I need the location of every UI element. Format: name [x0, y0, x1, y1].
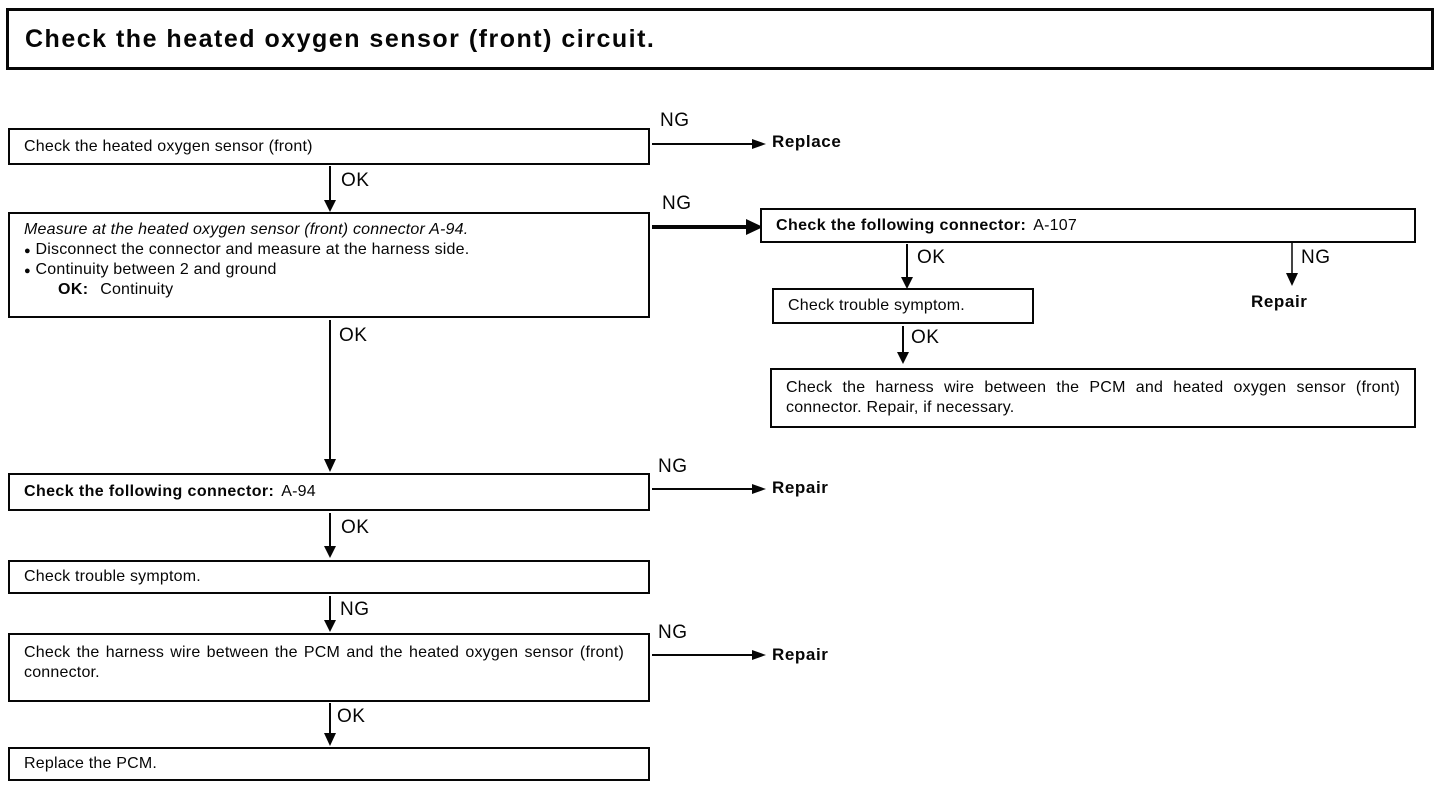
measure-ok-value: Continuity [100, 281, 174, 298]
connector-a94-id-text: A-94 [281, 483, 316, 500]
connector-a94-bold-text: Check the following connector: [24, 483, 275, 500]
page-title: Check the heated oxygen sensor (front) c… [6, 8, 1434, 70]
connector-a107-bold-text: Check the following connector: [776, 216, 1027, 234]
repair-result: Repair [772, 645, 829, 664]
flow-box-trouble-symptom-left: Check trouble symptom. [8, 560, 650, 594]
flow-box-connector-a94: Check the following connector: A-94 [8, 473, 650, 511]
page-title-text: Check the heated oxygen sensor (front) c… [25, 24, 656, 53]
flow-box-harness-wire-left: Check the harness wire between the PCM a… [8, 633, 650, 702]
harness-wire-left-text: Check the harness wire between the PCM a… [24, 644, 624, 681]
trouble-symptom-right-text: Check trouble symptom. [788, 297, 965, 314]
measure-bullet1-text: Disconnect the connector and measure at … [35, 241, 470, 258]
replace-result: Replace [772, 132, 842, 151]
ng-label: NG [662, 193, 692, 214]
measure-bullet2-text: Continuity between 2 and ground [35, 261, 277, 278]
ok-label: OK [337, 706, 366, 727]
ok-label: OK [339, 325, 368, 346]
measure-ok-label: OK: [58, 281, 89, 298]
ng-label: NG [658, 622, 688, 643]
ng-label: NG [1301, 247, 1331, 268]
flow-box-check-sensor: Check the heated oxygen sensor (front) [8, 128, 650, 165]
ng-label: NG [340, 599, 370, 620]
measure-intro-text: Measure at the heated oxygen sensor (fro… [24, 221, 469, 238]
replace-pcm-text: Replace the PCM. [24, 755, 158, 772]
flow-box-replace-pcm: Replace the PCM. [8, 747, 650, 781]
bullet-icon: ● [24, 245, 31, 257]
flow-box-harness-wire-right: Check the harness wire between the PCM a… [770, 368, 1416, 428]
flow-box-check-sensor-text: Check the heated oxygen sensor (front) [24, 137, 313, 155]
harness-wire-right-text: Check the harness wire between the PCM a… [786, 379, 1400, 416]
flow-box-measure-connector: Measure at the heated oxygen sensor (fro… [8, 212, 650, 318]
bullet-icon: ● [24, 265, 31, 277]
ok-label: OK [911, 327, 940, 348]
repair-result: Repair [1251, 292, 1308, 311]
connector-a107-id-text: A-107 [1033, 216, 1077, 234]
flow-box-connector-a107: Check the following connector: A-107 [760, 208, 1416, 243]
ok-label: OK [917, 247, 946, 268]
trouble-symptom-left-text: Check trouble symptom. [24, 568, 201, 585]
flow-box-trouble-symptom-right: Check trouble symptom. [772, 288, 1034, 324]
ng-label: NG [658, 456, 688, 477]
ng-label: NG [660, 110, 690, 131]
ok-label: OK [341, 517, 370, 538]
ok-label: OK [341, 170, 370, 191]
repair-result: Repair [772, 478, 829, 497]
